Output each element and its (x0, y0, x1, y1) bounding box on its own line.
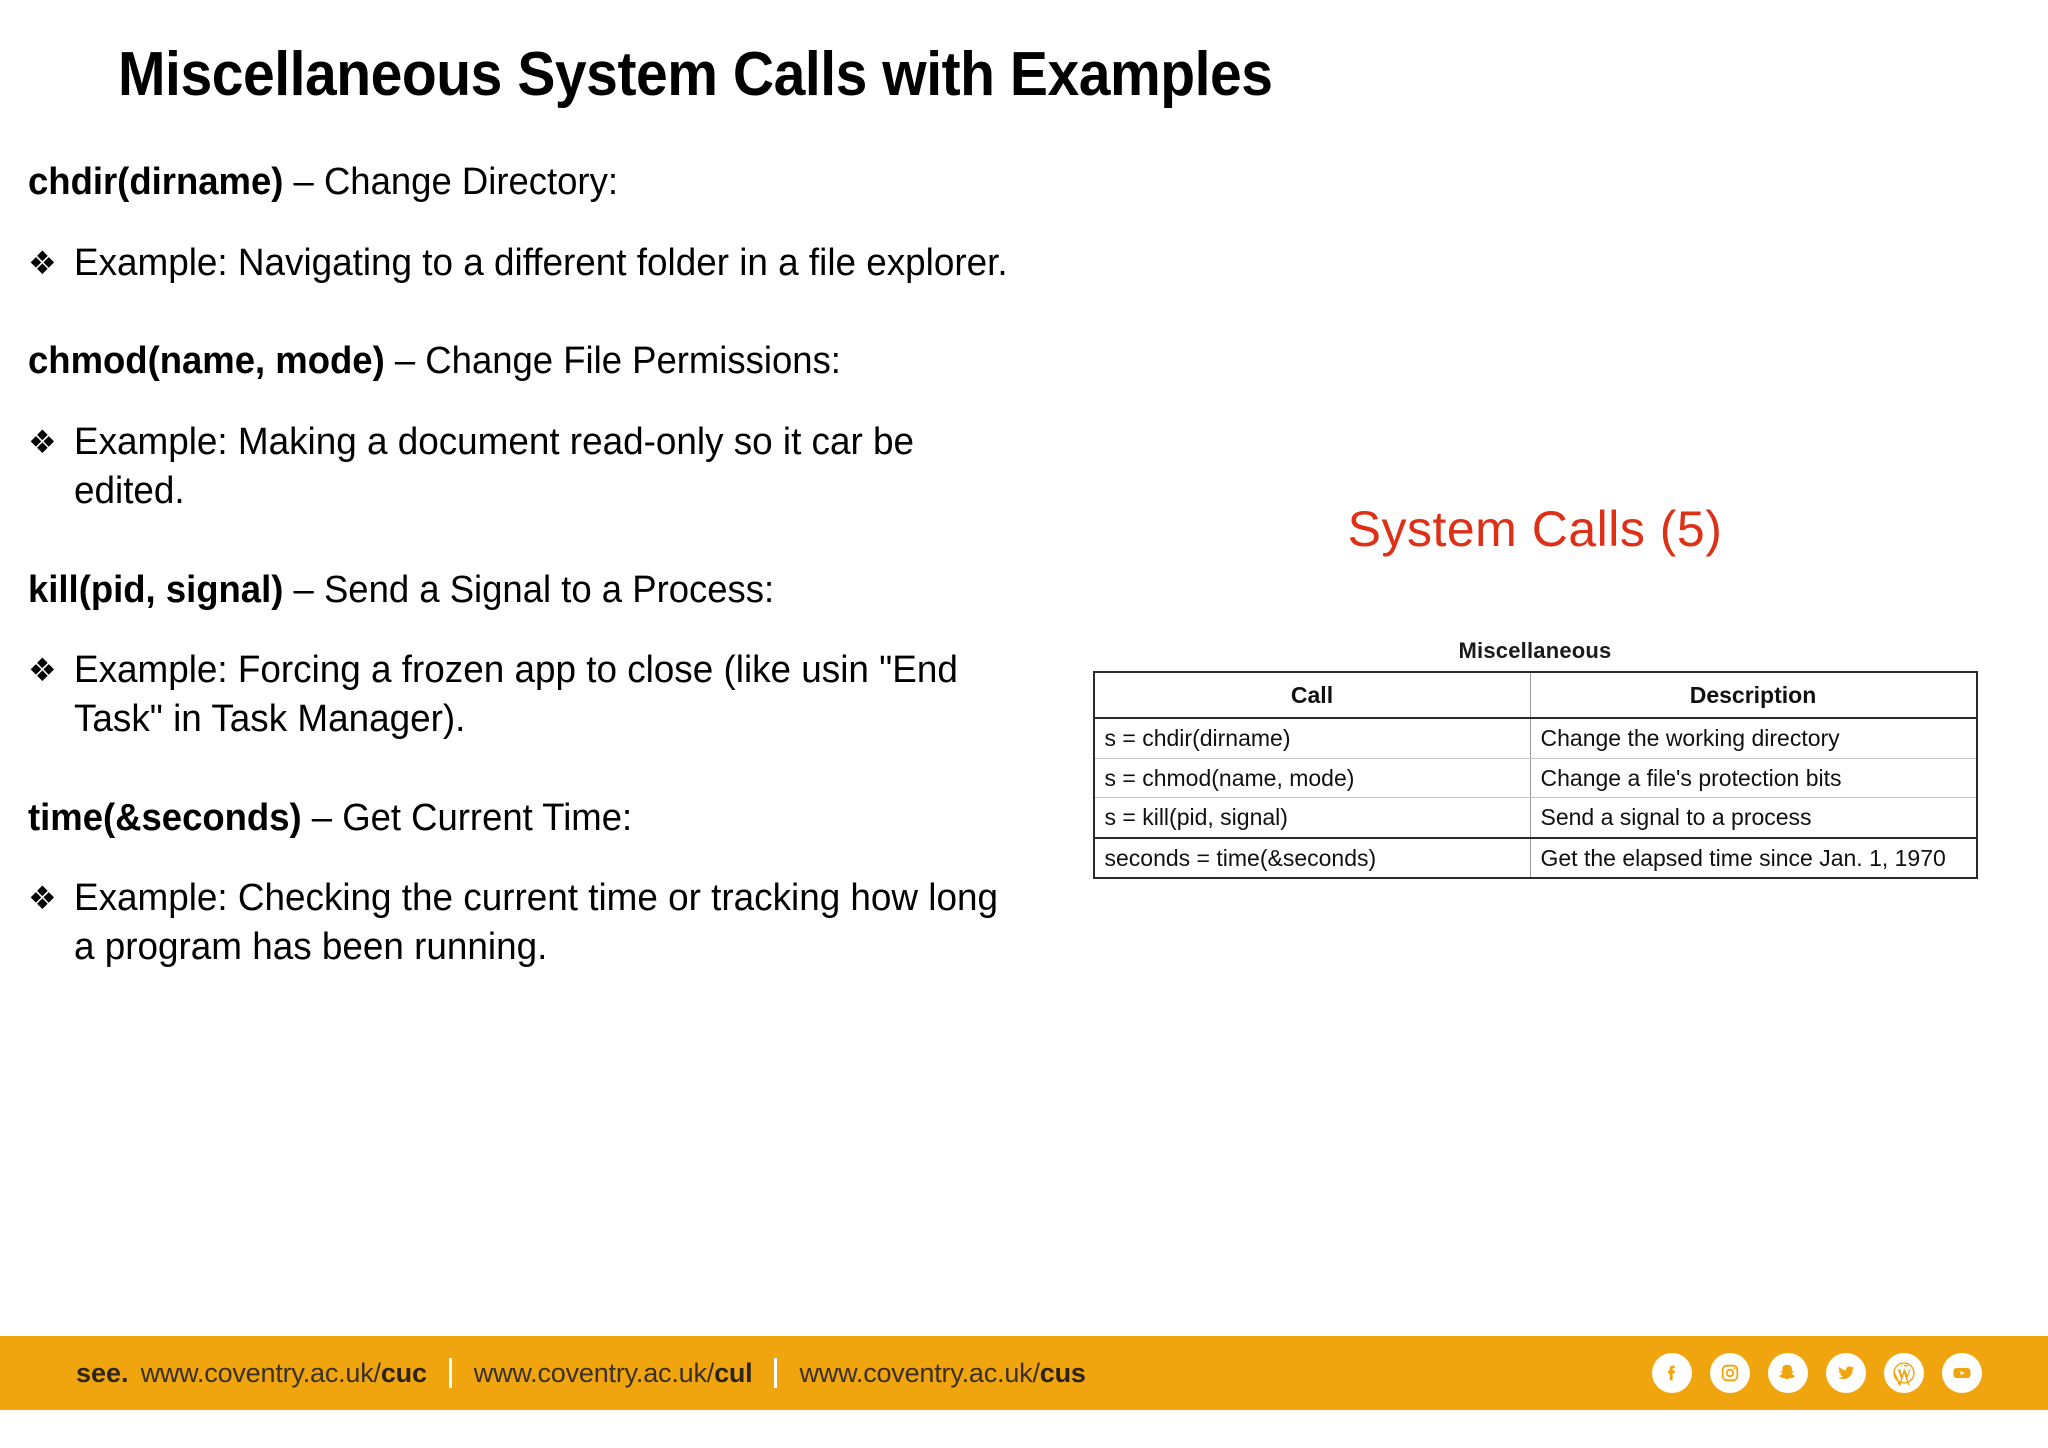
cell-call: s = chdir(dirname) (1092, 717, 1531, 759)
table-head: Call Description (1092, 670, 1978, 720)
syscall-description: Change File Permissions: (425, 340, 841, 383)
cell-call: s = chmod(name, mode) (1092, 757, 1531, 799)
panel-heading: System Calls (5) (1347, 501, 1723, 557)
footer-link-cuc[interactable]: www.coventry.ac.uk/cuc (141, 1358, 427, 1389)
spacer (28, 287, 1038, 339)
bullet-item: ❖ Example: Making a document read-only s… (28, 418, 1038, 515)
content-block-kill: kill(pid, signal) – Send a Signal to a P… (28, 568, 1038, 744)
table-caption: Miscellaneous (1458, 638, 1612, 663)
instagram-icon[interactable] (1710, 1353, 1750, 1393)
content-column: chdir(dirname) – Change Directory: ❖ Exa… (28, 160, 1038, 1290)
bullet-text: Example: Navigating to a different folde… (74, 241, 1008, 284)
footer-link-prefix: www.coventry.ac.uk/ (140, 1357, 381, 1388)
bullet-text: Example: Making a document read-only so … (74, 421, 915, 512)
diamond-bullet-icon: ❖ (28, 424, 57, 461)
footer-link-cus[interactable]: www.coventry.ac.uk/cus (799, 1358, 1085, 1389)
syscall-description: Change Directory: (323, 161, 618, 203)
syscall-dash: – (384, 340, 426, 383)
content-block-time: time(&seconds) – Get Current Time: ❖ Exa… (28, 796, 1038, 972)
cell-call: seconds = time(&seconds) (1092, 837, 1531, 880)
syscall-description: Get Current Time: (342, 796, 633, 839)
diamond-bullet-icon: ❖ (28, 244, 57, 281)
footer-link-cul[interactable]: www.coventry.ac.uk/cul (474, 1358, 753, 1389)
table-row: s = chdir(dirname) Change the working di… (1092, 717, 1978, 759)
syscall-name: kill(pid, signal) (28, 568, 284, 611)
syscall-name: chmod(name, mode) (28, 340, 385, 383)
footer-links: see. www.coventry.ac.uk/cuc www.coventry… (76, 1358, 1086, 1389)
syscall-heading: chmod(name, mode) – Change File Permissi… (28, 339, 998, 384)
diamond-bullet-icon: ❖ (28, 880, 57, 917)
content-block-chdir: chdir(dirname) – Change Directory: ❖ Exa… (28, 160, 1038, 287)
bullet-text: Example: Forcing a frozen app to close (… (74, 649, 958, 740)
diamond-bullet-icon: ❖ (28, 652, 57, 689)
bullet-item: ❖ Example: Navigating to a different fol… (28, 239, 1038, 288)
snapchat-icon[interactable] (1768, 1353, 1808, 1393)
content-block-chmod: chmod(name, mode) – Change File Permissi… (28, 339, 1038, 515)
svg-text:W: W (1897, 1366, 1911, 1382)
spacer (28, 516, 1038, 568)
table-row: s = chmod(name, mode) Change a file's pr… (1092, 757, 1978, 799)
footer-bar: see. www.coventry.ac.uk/cuc www.coventry… (0, 1336, 2048, 1410)
syscall-heading: kill(pid, signal) – Send a Signal to a P… (28, 568, 998, 613)
footer-link-prefix: www.coventry.ac.uk/ (799, 1357, 1040, 1388)
syscall-heading: chdir(dirname) – Change Directory: (28, 160, 998, 205)
syscall-dash: – (301, 796, 343, 839)
cell-description: Send a signal to a process (1529, 797, 1978, 839)
cell-description: Get the elapsed time since Jan. 1, 1970 (1529, 837, 1978, 880)
twitter-icon[interactable] (1826, 1353, 1866, 1393)
bullet-item: ❖ Example: Forcing a frozen app to close… (28, 646, 1038, 743)
cell-call: s = kill(pid, signal) (1092, 797, 1531, 839)
footer-link-slug: cul (714, 1357, 753, 1388)
footer-link-prefix: www.coventry.ac.uk/ (473, 1357, 715, 1388)
youtube-icon[interactable] (1942, 1353, 1982, 1393)
syscall-name: time(&seconds) (28, 796, 302, 839)
wordpress-icon[interactable]: W (1884, 1353, 1924, 1393)
column-header-description: Description (1529, 670, 1978, 720)
column-header-call: Call (1092, 670, 1531, 720)
footer-divider (774, 1358, 778, 1388)
table-body: s = chdir(dirname) Change the working di… (1092, 717, 1978, 880)
system-calls-table: Call Description s = chdir(dirname) Chan… (1092, 670, 1978, 880)
syscall-dash: – (283, 568, 324, 611)
syscall-dash: – (283, 161, 324, 203)
table-row: seconds = time(&seconds) Get the elapsed… (1092, 837, 1978, 880)
bullet-text: Example: Checking the current time or tr… (74, 877, 998, 969)
reference-panel: System Calls (5) Miscellaneous Call Desc… (1080, 500, 1990, 880)
cell-description: Change a file's protection bits (1529, 757, 1978, 799)
table-header-row: Call Description (1092, 670, 1978, 720)
footer-link-slug: cus (1039, 1357, 1086, 1388)
table-row: s = kill(pid, signal) Send a signal to a… (1092, 797, 1978, 839)
page-title: Miscellaneous System Calls with Examples (118, 40, 1273, 109)
footer-see-label: see. (76, 1357, 129, 1388)
spacer (28, 744, 1038, 796)
syscall-description: Send a Signal to a Process: (323, 568, 775, 611)
bullet-item: ❖ Example: Checking the current time or … (28, 874, 1038, 971)
social-icons: W (1652, 1353, 1982, 1393)
syscall-heading: time(&seconds) – Get Current Time: (28, 796, 998, 841)
footer-divider (448, 1358, 452, 1388)
cell-description: Change the working directory (1529, 717, 1978, 759)
footer-link-slug: cuc (380, 1357, 427, 1388)
syscall-name: chdir(dirname) (28, 161, 284, 203)
facebook-icon[interactable] (1652, 1353, 1692, 1393)
